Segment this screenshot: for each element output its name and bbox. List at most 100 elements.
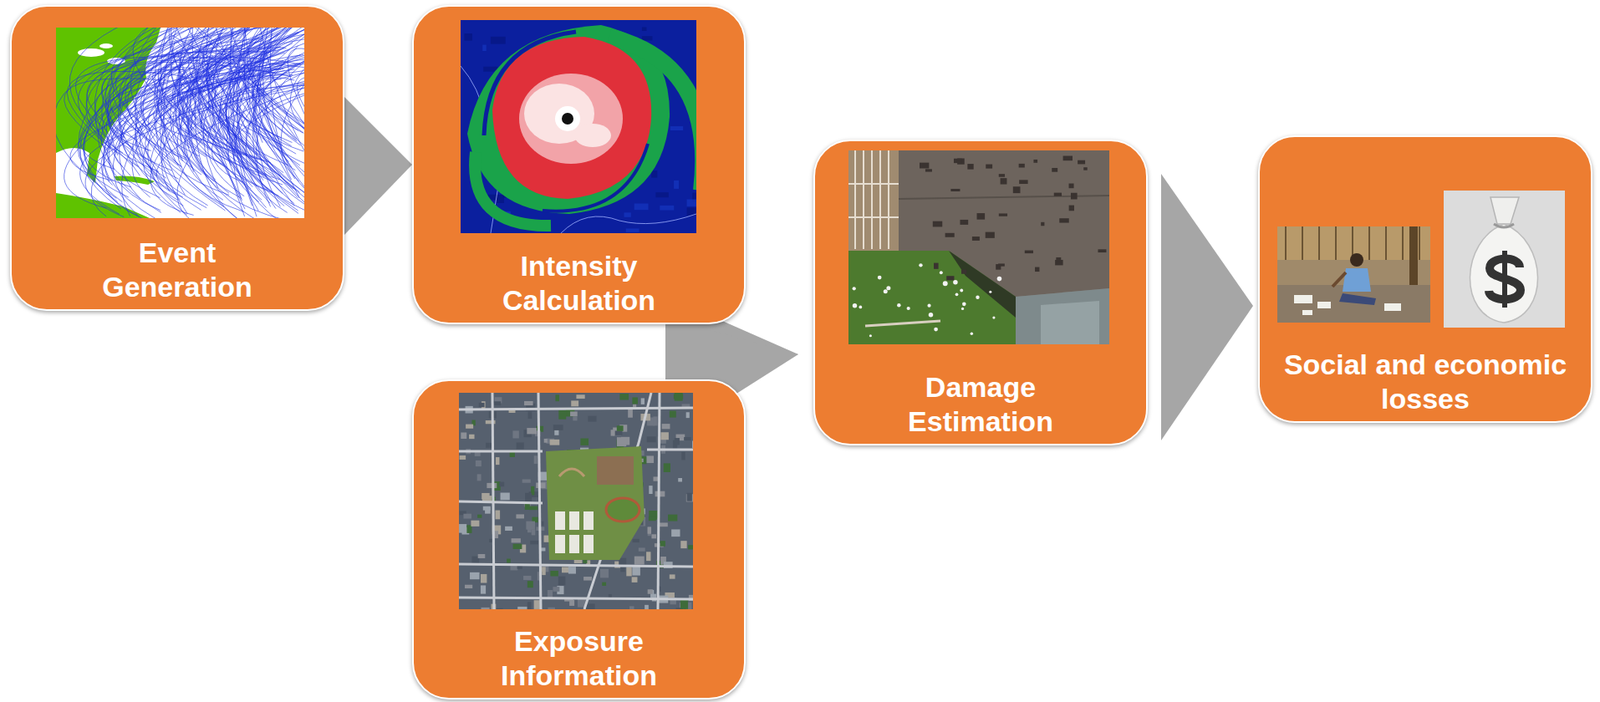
art-rect xyxy=(634,203,649,210)
art-rect xyxy=(692,441,693,449)
art-rect xyxy=(572,416,577,421)
art-rect xyxy=(529,540,539,546)
art-rect xyxy=(517,606,527,610)
art-path xyxy=(560,214,697,234)
art-path xyxy=(177,27,280,196)
art-rect xyxy=(611,429,616,436)
flow-arrow xyxy=(344,96,413,235)
art-path xyxy=(177,32,305,219)
art-rect xyxy=(977,213,986,220)
art-rect xyxy=(632,539,640,543)
art-path xyxy=(1015,288,1110,345)
art-rect xyxy=(463,33,472,41)
art-rect xyxy=(1294,295,1313,304)
art-rect xyxy=(580,438,589,446)
art-g xyxy=(458,392,693,610)
art-rect xyxy=(460,432,467,439)
art-rect xyxy=(985,232,995,239)
art-rect xyxy=(673,180,679,189)
node-label: Event Generation xyxy=(64,235,291,305)
art-rect xyxy=(624,212,632,218)
art-rect xyxy=(496,194,505,204)
art-g xyxy=(848,150,899,250)
art-rect xyxy=(478,554,486,559)
art-path xyxy=(159,82,213,167)
art-path xyxy=(1040,300,1100,345)
process-box: Intensity Calculation xyxy=(412,5,746,325)
art-rect xyxy=(660,540,666,547)
art-rect xyxy=(647,527,652,535)
art-rect xyxy=(1302,310,1313,316)
art-ellipse xyxy=(99,43,113,49)
art-rect xyxy=(522,478,531,483)
art-rect xyxy=(1063,156,1073,162)
art-g xyxy=(555,511,594,554)
art-circle xyxy=(959,289,964,293)
art-ellipse xyxy=(606,498,640,522)
art-rect xyxy=(1034,267,1040,272)
art-path xyxy=(492,392,495,610)
art-rect xyxy=(646,455,654,464)
art-rect xyxy=(511,538,521,543)
art-rect xyxy=(1069,183,1075,189)
damaged-roof xyxy=(848,150,1110,345)
art-circle xyxy=(883,289,888,294)
art-rect xyxy=(614,430,622,435)
art-rect xyxy=(626,228,640,232)
art-rect xyxy=(619,393,629,400)
art-rect xyxy=(554,430,559,436)
art-rect xyxy=(1277,226,1431,323)
art-circle xyxy=(555,106,581,132)
art-rect xyxy=(558,410,566,420)
art-rect xyxy=(459,455,467,460)
art-rect xyxy=(652,416,658,426)
art-rect xyxy=(627,408,633,418)
art-rect xyxy=(1055,257,1061,263)
art-path xyxy=(253,51,305,153)
art-rect xyxy=(535,483,546,489)
art-rect xyxy=(477,473,482,481)
art-path xyxy=(249,50,305,139)
displaced-people-photo xyxy=(1277,226,1431,323)
art-rect xyxy=(1443,190,1565,328)
art-rect xyxy=(998,173,1005,178)
art-circle xyxy=(877,275,882,281)
art-circle xyxy=(907,306,911,311)
art-ellipse xyxy=(574,123,612,148)
art-rect xyxy=(516,443,525,450)
art-rect xyxy=(667,514,678,522)
art-rect xyxy=(647,589,653,594)
art-rect xyxy=(527,580,534,588)
art-rect xyxy=(1077,160,1086,165)
aerial-city xyxy=(458,392,693,610)
art-rect xyxy=(481,607,490,610)
art-rect xyxy=(953,158,963,164)
node-label: Social and economic losses xyxy=(1266,347,1585,417)
art-rect xyxy=(484,508,491,515)
art-circle xyxy=(962,302,967,307)
art-rect xyxy=(550,570,558,577)
art-rect xyxy=(687,493,693,502)
art-path xyxy=(1418,226,1421,260)
art-path xyxy=(106,27,279,177)
art-rect xyxy=(547,607,555,610)
art-path xyxy=(107,44,231,177)
art-rect xyxy=(550,439,561,446)
art-rect xyxy=(587,416,597,423)
art-circle xyxy=(1350,253,1364,267)
art-circle xyxy=(975,295,979,300)
art-path xyxy=(66,71,182,148)
art-rect xyxy=(583,576,592,581)
art-rect xyxy=(1070,193,1078,200)
art-path xyxy=(1335,226,1337,260)
art-path xyxy=(1368,226,1371,260)
art-rect xyxy=(490,36,506,45)
art-path xyxy=(212,31,299,166)
art-rect xyxy=(1040,222,1045,226)
art-path xyxy=(887,150,890,250)
art-circle xyxy=(561,112,574,125)
art-rect xyxy=(677,478,683,482)
art-path xyxy=(1401,226,1404,260)
art-rect xyxy=(500,493,510,501)
art-rect xyxy=(1019,179,1028,184)
